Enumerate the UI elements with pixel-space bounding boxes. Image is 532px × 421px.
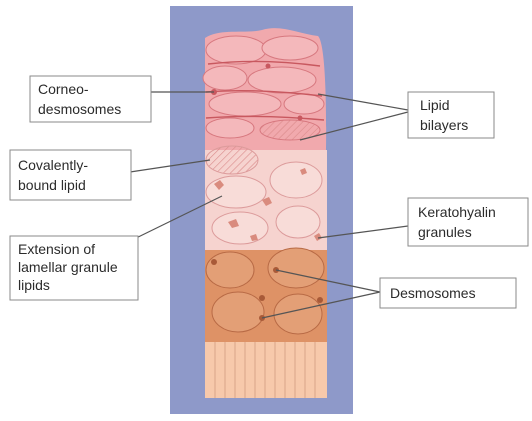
label-extension-lamellar-line2: lamellar granule <box>18 259 118 275</box>
label-desmosomes: Desmosomes <box>380 278 516 308</box>
label-keratohyalin-granules: Keratohyalin granules <box>408 198 528 246</box>
label-extension-lamellar: Extension of lamellar granule lipids <box>10 236 138 300</box>
label-covalently-bound-lipid-line2: bound lipid <box>18 177 86 193</box>
label-corneodesmosomes: Corneo- desmosomes <box>30 76 151 122</box>
stratum-basale <box>205 342 327 398</box>
label-covalently-bound-lipid-line1: Covalently- <box>18 157 88 173</box>
stratum-granulosum <box>205 146 327 250</box>
epidermis-column <box>203 28 327 398</box>
label-extension-lamellar-line3: lipids <box>18 277 50 293</box>
stratum-spinosum <box>205 248 327 342</box>
label-covalently-bound-lipid: Covalently- bound lipid <box>10 150 131 200</box>
label-corneodesmosomes-line2: desmosomes <box>38 101 121 117</box>
stratum-corneum <box>203 28 326 150</box>
label-extension-lamellar-line1: Extension of <box>18 241 95 257</box>
label-lipid-bilayers-line1: Lipid <box>420 97 450 113</box>
label-corneodesmosomes-line1: Corneo- <box>38 81 89 97</box>
label-keratohyalin-granules-line1: Keratohyalin <box>418 204 496 220</box>
label-lipid-bilayers-line2: bilayers <box>420 117 468 133</box>
label-desmosomes-line1: Desmosomes <box>390 285 476 301</box>
label-lipid-bilayers: Lipid bilayers <box>408 92 494 138</box>
label-keratohyalin-granules-line2: granules <box>418 224 472 240</box>
